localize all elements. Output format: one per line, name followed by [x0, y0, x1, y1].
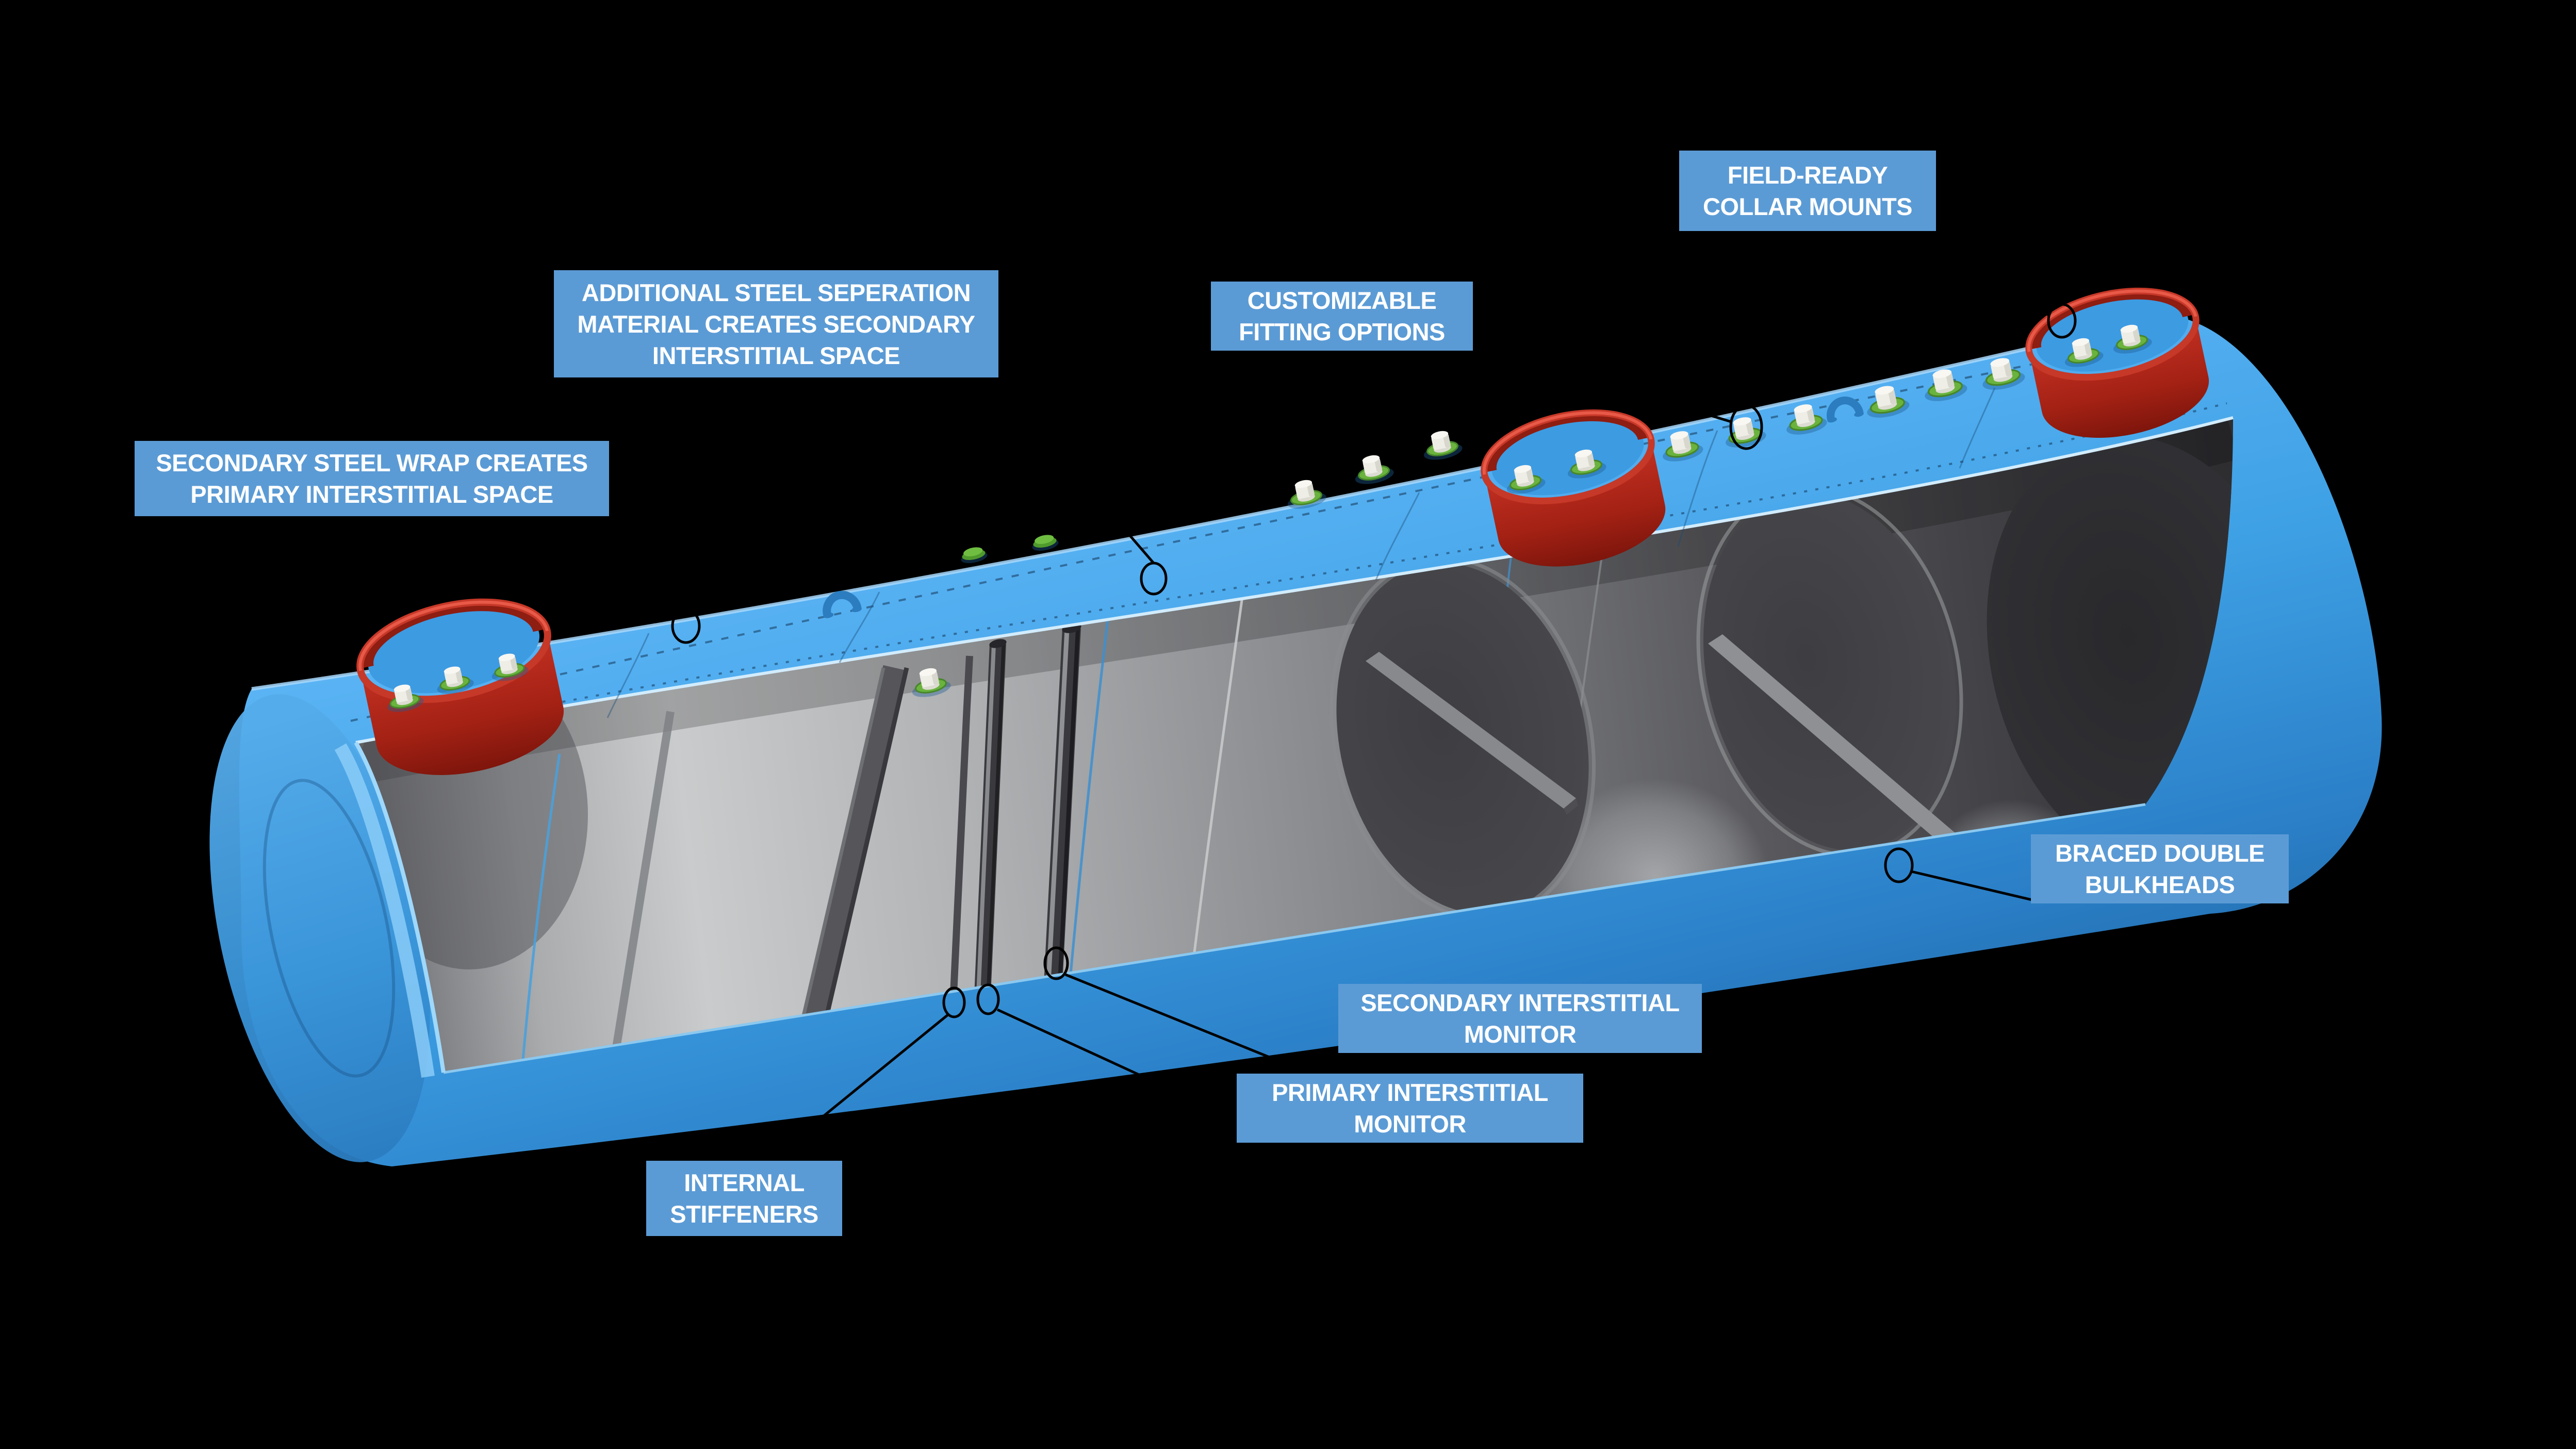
callout-line-internal-stiffeners [766, 1014, 949, 1163]
bulkhead-2 [1703, 492, 1957, 851]
label-text-line: ADDITIONAL STEEL SEPERATION [581, 278, 971, 306]
label-text-line: MATERIAL CREATES SECONDARY [577, 310, 975, 338]
label-text-line: INTERNAL [684, 1169, 805, 1196]
bulkhead-brace-1 [1366, 652, 1576, 809]
callouts [606, 277, 2077, 1163]
callout-circle-additional-steel-separation [1140, 562, 1168, 596]
secondary-monitor-pipe [1044, 623, 1081, 984]
callout-line-braced-double-bulkheads [1911, 870, 2032, 901]
label-text-line: COLLAR MOUNTS [1702, 193, 1913, 220]
label-customizable-fitting-options: CUSTOMIZABLE FITTING OPTIONS [1211, 282, 1473, 351]
label-secondary-interstitial-monitor: SECONDARY INTERSTITIAL MONITOR [1338, 984, 1702, 1053]
panel-seams [606, 387, 1996, 718]
label-text-line: SECONDARY INTERSTITIAL [1360, 989, 1680, 1016]
callout-circle-secondary-interstitial-monitor [1043, 946, 1069, 980]
callout-circle-primary-interstitial-monitor [976, 983, 1000, 1015]
primary-monitor-pipe [974, 639, 1007, 997]
dished-head-seam [262, 779, 396, 1078]
callout-line-field-ready-collar-mounts [1928, 277, 2050, 317]
cut-edge-bottom [443, 803, 2146, 1074]
label-text-line: MONITOR [1354, 1110, 1466, 1138]
callout-circle-customizable-fitting-options [1729, 404, 1763, 450]
callout-circle-field-ready-collar-mounts [2047, 303, 2077, 339]
tank-left-end-cap [209, 694, 435, 1162]
callout-line-additional-steel-separation [992, 375, 1155, 564]
tank-top-band [350, 287, 2227, 776]
callout-circle-braced-double-bulkheads [1884, 847, 1914, 883]
label-secondary-steel-wrap: SECONDARY STEEL WRAP CREATES PRIMARY INT… [135, 441, 609, 516]
bulkhead-brace-2 [1708, 634, 1956, 845]
label-text-line: MONITOR [1464, 1020, 1577, 1048]
callout-line-secondary-steel-wrap [606, 515, 687, 611]
cut-edge-top [355, 416, 2234, 744]
callout-line-secondary-interstitial-monitor [1065, 973, 1340, 1087]
monitor-pipes [974, 623, 1081, 997]
label-internal-stiffeners: INTERNAL STIFFENERS [646, 1161, 842, 1236]
callout-circle-secondary-steel-wrap [671, 608, 701, 644]
label-text-line: INTERSTITIAL SPACE [652, 341, 900, 369]
label-text-line: PRIMARY INTERSTITIAL SPACE [190, 481, 553, 508]
callout-line-customizable-fitting-options [1470, 341, 1732, 423]
label-field-ready-collar-mounts: FIELD-READY COLLAR MOUNTS [1679, 151, 1936, 231]
label-text-line: BULKHEADS [2085, 871, 2235, 898]
callout-line-primary-interstitial-monitor [996, 1008, 1239, 1122]
label-primary-interstitial-monitor: PRIMARY INTERSTITIAL MONITOR [1237, 1074, 1583, 1143]
cut-edge-left [354, 741, 446, 1073]
end-cap-rim-highlight [334, 743, 435, 1078]
label-braced-double-bulkheads: BRACED DOUBLE BULKHEADS [2031, 834, 2289, 903]
label-text-line: CUSTOMIZABLE [1247, 287, 1437, 314]
wrap-seam-dashed-upper [350, 337, 2164, 722]
bulkhead-1 [1336, 563, 1589, 914]
label-text-line: PRIMARY INTERSTITIAL [1272, 1079, 1548, 1106]
label-text-line: SECONDARY STEEL WRAP CREATES [156, 449, 588, 476]
label-text-line: FIELD-READY [1727, 161, 1888, 189]
internal-stiffener-rings [609, 655, 973, 1071]
label-text-line: BRACED DOUBLE [2055, 839, 2265, 867]
callout-circle-internal-stiffeners [942, 986, 966, 1018]
label-text-line: FITTING OPTIONS [1239, 318, 1445, 345]
label-additional-steel-separation: ADDITIONAL STEEL SEPERATION MATERIAL CRE… [554, 270, 998, 377]
label-text-line: STIFFENERS [670, 1200, 818, 1228]
interior-top-shadow [356, 419, 2233, 785]
